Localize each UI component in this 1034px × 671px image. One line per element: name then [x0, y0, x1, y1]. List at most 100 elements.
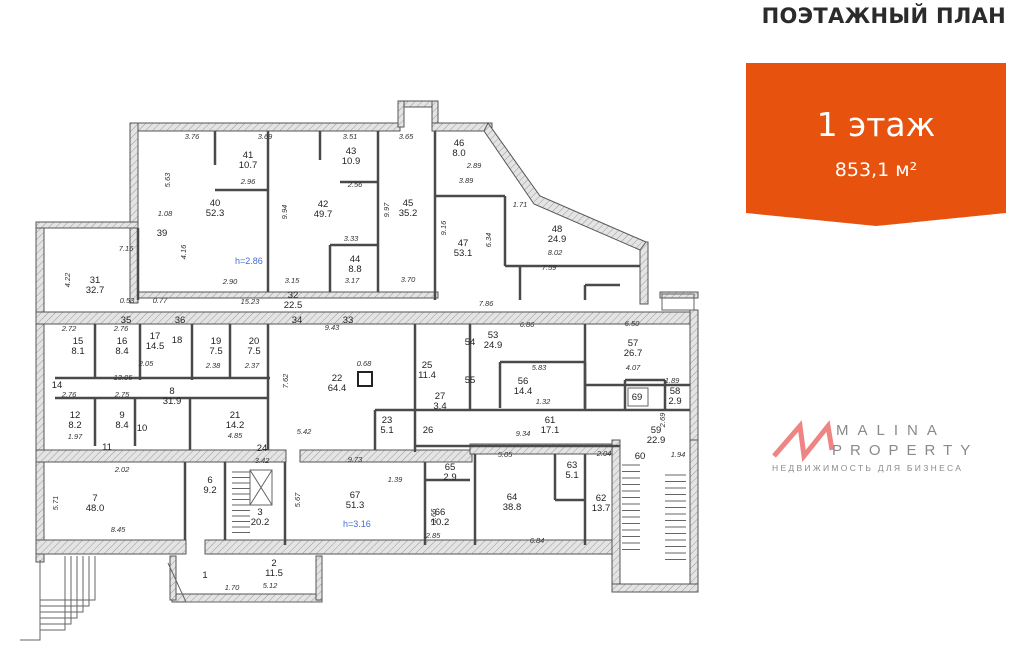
room-area: 20.2 — [251, 517, 270, 528]
room-area: 38.8 — [503, 502, 522, 513]
dimension-label: 5.63 — [163, 172, 172, 187]
room-label-9[interactable]: 98.4 — [115, 410, 128, 431]
dimension-label: 2.37 — [244, 361, 260, 370]
room-label-6[interactable]: 69.2 — [203, 475, 216, 496]
room-number: 3 — [257, 507, 262, 518]
room-label-12[interactable]: 128.2 — [68, 410, 81, 431]
room-label-14[interactable]: 14 — [52, 380, 63, 391]
room-number: 61 — [545, 415, 556, 426]
room-number: 62 — [596, 493, 607, 504]
room-area: 31.9 — [163, 396, 182, 407]
room-label-2[interactable]: 211.5 — [265, 558, 283, 579]
room-number: 27 — [435, 391, 446, 402]
room-number: 46 — [454, 138, 465, 149]
room-number: 7 — [92, 493, 97, 504]
room-label-8[interactable]: 831.9 — [163, 386, 182, 407]
floor-area: 853,1 м² — [834, 159, 918, 181]
room-label-27[interactable]: 273.4 — [433, 391, 446, 412]
dimension-label: 2.90 — [222, 277, 238, 286]
room-area: 10.9 — [342, 156, 361, 167]
page-title: ПОЭТАЖНЫЙ ПЛАН — [761, 4, 1006, 28]
dimension-label: 9.94 — [280, 205, 289, 220]
dimension-label: 4.16 — [179, 244, 188, 259]
room-label-34[interactable]: 34 — [292, 315, 303, 326]
room-number: 43 — [346, 146, 357, 157]
entrance-step — [40, 556, 96, 601]
room-area: 8.2 — [68, 420, 81, 431]
dimension-label: 4.85 — [228, 431, 243, 440]
room-area: 48.0 — [86, 503, 105, 514]
room-number: 32 — [288, 290, 299, 301]
room-area: 13.7 — [592, 503, 611, 514]
elevator-cross — [249, 469, 273, 506]
dimension-label: 13.05 — [114, 373, 134, 382]
room-label-39[interactable]: 39 — [157, 228, 168, 239]
room-label-7[interactable]: 748.0 — [86, 493, 105, 514]
room-area: 24.9 — [548, 234, 567, 245]
room-label-60[interactable]: 60 — [635, 451, 646, 462]
room-label-1[interactable]: 1 — [202, 570, 207, 581]
room-label-3[interactable]: 320.2 — [251, 507, 270, 528]
room-area: 7.5 — [209, 346, 222, 357]
wall — [35, 221, 45, 563]
room-area: 3.4 — [433, 401, 446, 412]
dimension-label: 5.12 — [263, 581, 278, 590]
room-label-44[interactable]: 448.8 — [348, 254, 361, 275]
room-label-33[interactable]: 33 — [343, 315, 354, 326]
room-area: 9.2 — [203, 485, 216, 496]
room-label-35[interactable]: 35 — [121, 315, 132, 326]
room-label-15[interactable]: 158.1 — [71, 336, 84, 357]
room-label-23[interactable]: 235.1 — [380, 415, 393, 436]
room-label-10[interactable]: 10 — [137, 423, 148, 434]
room-label-26[interactable]: 26 — [423, 425, 434, 436]
room-label-24[interactable]: 24 — [257, 443, 268, 454]
dimension-label: 9.34 — [516, 429, 531, 438]
room-area: 5.1 — [380, 425, 393, 436]
room-label-55[interactable]: 55 — [465, 375, 476, 386]
dimension-label: 5.05 — [498, 450, 513, 459]
room-label-65[interactable]: 652.9 — [443, 462, 456, 483]
room-label-11[interactable]: 11 — [102, 442, 112, 453]
room-area: 24.9 — [484, 340, 503, 351]
room-label-20[interactable]: 207.5 — [247, 336, 260, 357]
room-area: 64.4 — [328, 383, 347, 394]
room-label-36[interactable]: 36 — [175, 315, 186, 326]
room-label-54[interactable]: 54 — [465, 337, 476, 348]
dimension-label: 2.02 — [114, 465, 130, 474]
room-label-16[interactable]: 168.4 — [115, 336, 128, 357]
dimension-label: 1.39 — [388, 475, 403, 484]
plan-stairs-and-steps — [20, 293, 695, 641]
room-label-19[interactable]: 197.5 — [209, 336, 222, 357]
floor-label: 1 этаж — [816, 105, 936, 144]
room-label-63[interactable]: 635.1 — [565, 460, 578, 481]
room-label-69[interactable]: 69 — [632, 392, 643, 403]
room-label-46[interactable]: 468.0 — [452, 138, 465, 159]
room-label-18[interactable]: 18 — [172, 335, 183, 346]
dimension-label: 4.22 — [63, 272, 72, 287]
room-label-58[interactable]: 582.9 — [668, 386, 681, 407]
room-number: 31 — [90, 275, 101, 286]
